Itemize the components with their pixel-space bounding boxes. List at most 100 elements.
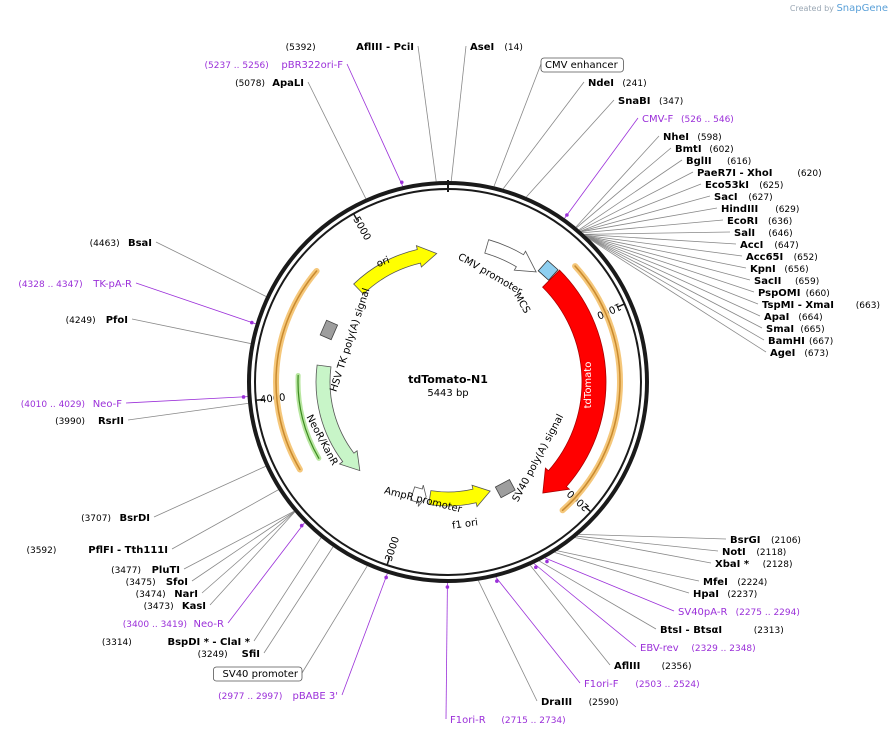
apali-connector	[307, 81, 367, 199]
saci-connector	[581, 195, 711, 232]
afliii-site-label: AflIII(2356)	[614, 661, 692, 672]
enzyme-name: AflIII - PciI	[356, 42, 414, 53]
acc65i-connector	[585, 234, 743, 257]
primer-name: F1ori-F	[584, 679, 619, 690]
primer-name: TK-pA-R	[92, 279, 132, 290]
pspomi-site-label: PspOMI(660)	[758, 288, 830, 299]
bsrdi-site-label: BsrDI(3707)	[81, 513, 150, 524]
nhei-connector	[575, 135, 660, 228]
f1ori-f-site	[495, 579, 499, 583]
ampr-promoter-arrow	[409, 484, 427, 507]
pluti-site-label: PluTI (3477)	[111, 565, 180, 576]
primer-position: (4328 .. 4347)	[18, 280, 82, 290]
primer-name: Neo-R	[194, 619, 225, 630]
enzyme-position: (616)	[727, 157, 751, 167]
enzyme-name: PluTI	[152, 565, 180, 576]
xbai-connector	[575, 537, 712, 564]
tdtomato-label: tdTomato	[583, 362, 594, 409]
enzyme-position: (3249)	[198, 650, 228, 660]
enzyme-position: (647)	[774, 241, 798, 251]
kpni-connector	[585, 235, 747, 269]
primer-name: Neo-F	[93, 399, 123, 410]
tick-mark	[584, 505, 592, 513]
sv40-promoter-connector	[301, 565, 368, 674]
plasmid-size: 5443 bp	[427, 388, 468, 399]
acc65i-site-label: Acc65I(652)	[746, 252, 818, 263]
bsai-site-label: BsaI(4463)	[90, 238, 152, 249]
enzyme-position: (4463)	[90, 239, 120, 249]
enzyme-position: (2128)	[763, 560, 793, 570]
enzyme-position: (4249)	[66, 316, 96, 326]
enzyme-position: (2106)	[771, 536, 801, 546]
afliii-pcii-connector	[417, 45, 437, 182]
nari-connector	[201, 511, 295, 594]
f1ori-f-site-label: F1ori-F(2503 .. 2524)	[584, 679, 700, 690]
sacii-site-label: SacII (659)	[754, 276, 819, 287]
enzyme-name: MfeI	[703, 577, 728, 588]
plasmid-name: tdTomato-N1	[408, 373, 488, 386]
ebv-rev-site	[534, 565, 538, 570]
f1-ori-arrow	[428, 484, 491, 508]
enzyme-name: ApaI	[764, 312, 789, 323]
afliii-connector	[529, 565, 611, 666]
apali-site-label: ApaLI(5078)	[235, 78, 304, 89]
sv40pa-r-site	[545, 559, 549, 564]
enzyme-position: (3473)	[144, 602, 174, 612]
bglii-connector	[578, 159, 683, 231]
draiii-site-label: DraIII(2590)	[541, 697, 619, 708]
enzyme-name: BglII	[686, 156, 712, 167]
enzyme-position: (3477)	[111, 566, 141, 576]
ecori-site-label: EcoRI(636)	[727, 216, 792, 227]
neo-track-line	[297, 374, 320, 459]
enzyme-name: NdeI	[588, 78, 614, 89]
bamhi-site-label: BamHI(667)	[768, 336, 833, 347]
enzyme-name: SacI	[714, 192, 738, 203]
tick-label: 3000	[384, 535, 402, 563]
enzyme-position: (2313)	[754, 626, 784, 636]
neo-f-connector	[125, 396, 248, 404]
primer-name: F1ori-R	[450, 715, 486, 726]
tspmi-xmai-connector	[587, 236, 759, 305]
tspmi-xmai-site-label: TspMI - XmaI(663)	[762, 300, 880, 311]
enzyme-name: SacII	[754, 276, 781, 287]
btsi-bts-i-site-label: BtsI - BtsαI(2313)	[660, 625, 784, 636]
bsrdi-connector	[153, 466, 266, 518]
enzyme-position: (629)	[775, 205, 799, 215]
nhei-site-label: NheI(598)	[663, 132, 722, 143]
orf-track-left-line	[275, 270, 318, 471]
eco53ki-connector	[580, 183, 702, 232]
sv40-poly-a-signal-box	[494, 478, 516, 499]
tick-mark	[255, 398, 264, 402]
pluti-connector	[183, 510, 295, 570]
bspdi-clai-connector	[253, 537, 322, 642]
snapgene-credit: Created by SnapGene	[790, 3, 888, 14]
f1-ori-label: f1 ori	[451, 517, 478, 532]
enzyme-name: KpnI	[750, 264, 776, 275]
enzyme-position: (663)	[856, 301, 880, 311]
enzyme-position: (667)	[809, 337, 833, 347]
primer-position: (2275 .. 2294)	[736, 608, 800, 618]
apai-connector	[587, 236, 761, 317]
sali-connector	[584, 231, 731, 235]
asei-site-label: AseI(14)	[470, 42, 523, 53]
paer7i-xhoi-site-label: PaeR7I - XhoI(620)	[697, 168, 822, 179]
neo-r-site-label: Neo-R(3400 .. 3419)	[123, 619, 224, 630]
enzyme-position: (659)	[795, 277, 819, 287]
enzyme-position: (664)	[798, 313, 822, 323]
enzyme-position: (660)	[806, 289, 830, 299]
site-labels: AseI(14)CMV enhancerNdeI(241)SnaBI(347)C…	[18, 42, 880, 726]
feature-box	[212, 666, 303, 682]
enzyme-name: PaeR7I - XhoI	[697, 168, 773, 179]
enzyme-name: SfoI	[166, 577, 188, 588]
enzyme-name: AseI	[470, 42, 494, 53]
primer-name: CMV-F	[642, 114, 673, 125]
pfoi-site-label: PfoI(4249)	[66, 315, 128, 326]
enzyme-position: (2118)	[756, 548, 786, 558]
hindiii-site-label: HindIII(629)	[721, 204, 799, 215]
label-connector-lines	[125, 45, 767, 720]
enzyme-position: (598)	[697, 133, 721, 143]
tick-mark	[386, 557, 391, 566]
enzyme-position: (627)	[748, 193, 772, 203]
noti-connector	[576, 535, 719, 552]
enzyme-name: SfiI	[242, 649, 260, 660]
